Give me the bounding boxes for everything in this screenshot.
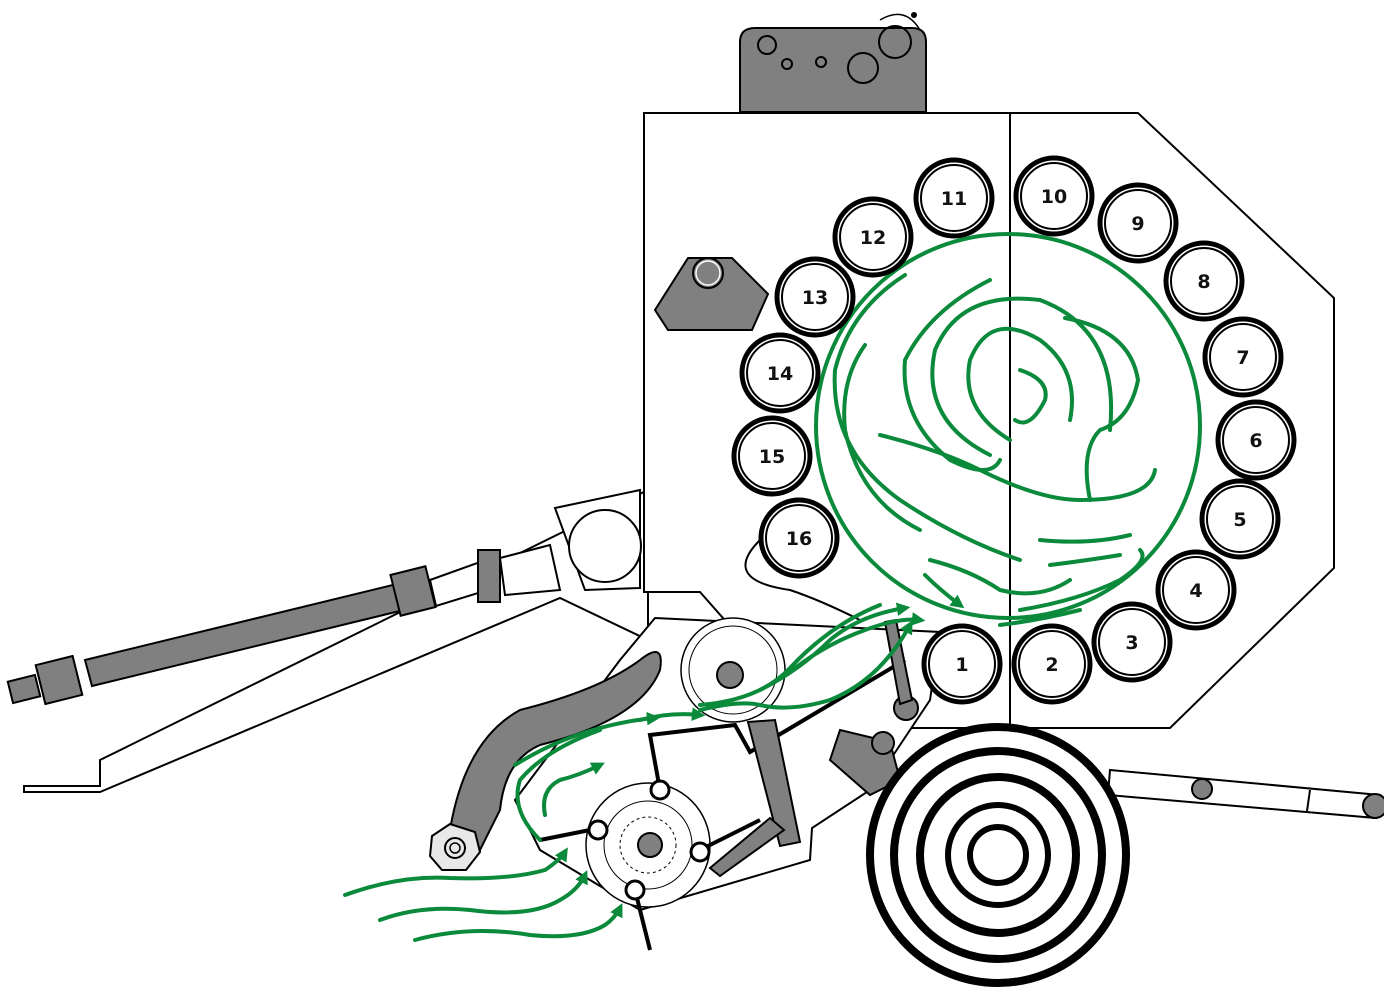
roller-rim: [781, 263, 849, 331]
roller-body: [832, 196, 914, 278]
tailgate-latch: [828, 618, 919, 797]
roller-9: 9: [1097, 182, 1179, 264]
roller-rim: [928, 630, 996, 698]
roller-label: 16: [786, 528, 812, 550]
roller-label: 12: [860, 227, 886, 249]
roller-11: 11: [913, 157, 995, 239]
roller-15: 15: [731, 415, 813, 497]
roller-8: 8: [1163, 240, 1245, 322]
roller-body: [1199, 478, 1281, 560]
roller-12: 12: [832, 196, 914, 278]
control-box: [739, 12, 927, 113]
roller-rim: [1209, 323, 1277, 391]
roller-body: [921, 623, 1003, 705]
roller-rim: [1104, 189, 1172, 257]
bale-flow-lines: [814, 232, 1202, 627]
roller-16: 16: [758, 497, 840, 579]
roller-body: [1013, 155, 1095, 237]
roller-rim: [1206, 485, 1274, 553]
roller-label: 11: [941, 188, 967, 210]
roller-rim: [746, 339, 814, 407]
roller-label: 6: [1249, 430, 1262, 452]
roller-14: 14: [739, 332, 821, 414]
roller-rim: [1162, 556, 1230, 624]
roller-3: 3: [1091, 601, 1173, 683]
roller-rim: [920, 164, 988, 232]
roller-label: 13: [802, 287, 828, 309]
roller-rim: [839, 203, 907, 271]
roller-body: [1091, 601, 1173, 683]
roller-label: 4: [1189, 580, 1202, 602]
side-bracket: [653, 257, 770, 331]
roller-rim: [1170, 247, 1238, 315]
roller-body: [731, 415, 813, 497]
roller-7: 7: [1202, 316, 1284, 398]
roller-label: 2: [1045, 654, 1058, 676]
roller-rim: [1018, 630, 1086, 698]
roller-rim: [765, 504, 833, 572]
roller-label: 10: [1041, 186, 1067, 208]
roller-body: [758, 497, 840, 579]
roller-body: [739, 332, 821, 414]
intake-rotor: [680, 617, 786, 723]
roller-2: 2: [1011, 623, 1093, 705]
roller-13: 13: [774, 256, 856, 338]
roller-label: 8: [1197, 271, 1210, 293]
pickup-arm: [428, 651, 662, 871]
roller-10: 10: [1013, 155, 1095, 237]
roller-body: [1097, 182, 1179, 264]
roller-body: [1155, 549, 1237, 631]
roller-rim: [1222, 406, 1290, 474]
roller-label: 3: [1125, 632, 1138, 654]
roller-1: 1: [921, 623, 1003, 705]
roller-rim: [1020, 162, 1088, 230]
roller-6: 6: [1215, 399, 1297, 481]
roller-body: [774, 256, 856, 338]
roller-rim: [738, 422, 806, 490]
roller-label: 9: [1131, 213, 1144, 235]
pickup-reel: [539, 658, 907, 951]
roller-label: 15: [759, 446, 785, 468]
roller-4: 4: [1155, 549, 1237, 631]
roller-body: [913, 157, 995, 239]
intake-flow-arrows: [343, 602, 926, 942]
roller-5: 5: [1199, 478, 1281, 560]
pto-shaft: [6, 509, 642, 706]
roller-label: 14: [767, 363, 793, 385]
roller-rim: [1098, 608, 1166, 676]
roller-body: [1202, 316, 1284, 398]
roller-body: [1011, 623, 1093, 705]
roller-body: [1163, 240, 1245, 322]
roller-label: 5: [1233, 509, 1246, 531]
wheel: [866, 723, 1384, 987]
roller-label: 7: [1236, 347, 1249, 369]
roller-label: 1: [955, 654, 968, 676]
roller-body: [1215, 399, 1297, 481]
